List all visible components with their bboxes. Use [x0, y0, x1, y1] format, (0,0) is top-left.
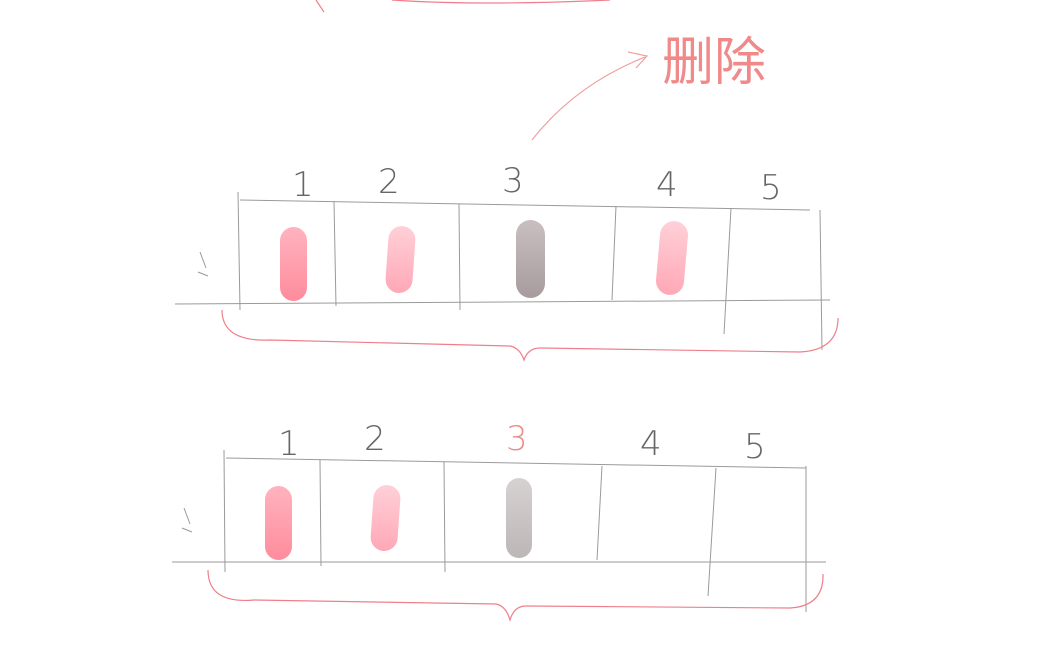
- delete-arrowhead: [627, 51, 649, 69]
- top-array: 1 2 3 4 5: [174, 161, 839, 362]
- top-array-bottom-border: [174, 299, 831, 305]
- top-cell-divider-3: [611, 205, 617, 301]
- bottom-cell-divider-4: [707, 467, 717, 597]
- bottom-tick-left: [181, 507, 193, 533]
- bottom-cell-divider-0: [223, 449, 226, 573]
- top-index-2: 2: [378, 162, 400, 202]
- top-index-5: 5: [760, 168, 782, 208]
- top-cell-divider-5: [819, 209, 823, 351]
- bottom-index-4: 4: [640, 424, 662, 464]
- top-cell-divider-0: [237, 191, 241, 311]
- bottom-item-2: [370, 485, 401, 551]
- bottom-brace: [207, 569, 824, 623]
- bottom-cell-divider-1: [319, 459, 322, 567]
- partial-stroke-top: [315, 0, 611, 13]
- top-cell-divider-1: [333, 201, 337, 307]
- bottom-item-3: [506, 478, 532, 558]
- top-tick-left: [197, 251, 209, 277]
- delete-annotation: 删除: [662, 33, 766, 93]
- bottom-item-1: [265, 486, 292, 560]
- bottom-index-5: 5: [744, 427, 766, 467]
- top-index-1: 1: [292, 165, 314, 205]
- top-array-top-border: [239, 199, 811, 211]
- bottom-cell-divider-3: [596, 465, 603, 561]
- bottom-index-3: 3: [506, 419, 528, 459]
- top-index-3: 3: [502, 161, 524, 201]
- top-item-1: [280, 227, 307, 301]
- top-index-4: 4: [656, 165, 678, 205]
- top-item-4: [655, 221, 689, 295]
- top-item-2: [385, 226, 416, 293]
- top-cell-divider-4: [723, 207, 732, 335]
- delete-arrow: [531, 56, 646, 141]
- top-cell-divider-2: [458, 203, 461, 311]
- bottom-cell-divider-2: [443, 461, 446, 573]
- bottom-array: 1 2 3 4 5: [172, 419, 826, 623]
- top-brace: [221, 309, 839, 362]
- bottom-index-1: 1: [278, 424, 300, 464]
- bottom-index-2: 2: [364, 419, 386, 459]
- top-item-3: [516, 220, 545, 298]
- bottom-array-top-border: [225, 457, 807, 469]
